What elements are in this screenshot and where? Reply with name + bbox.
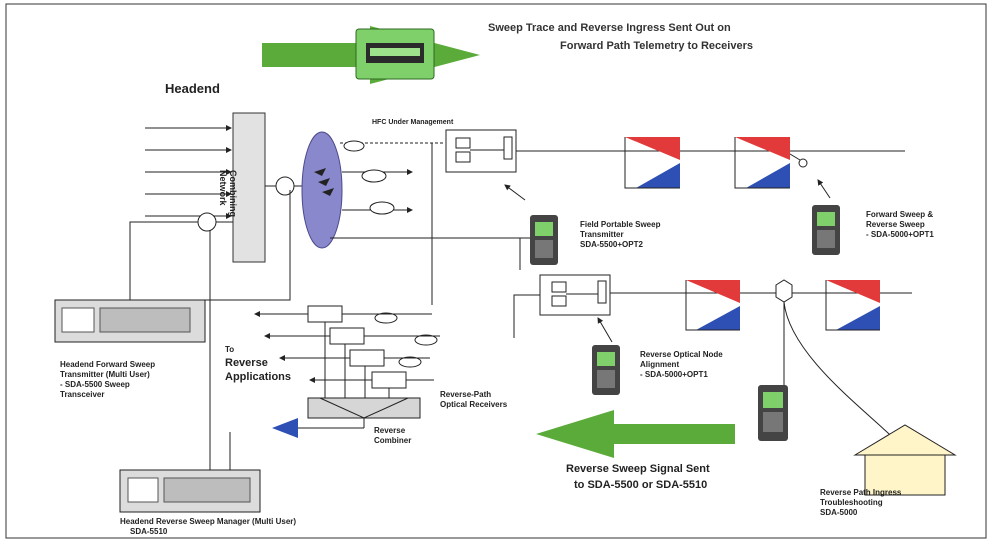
headend-reverse-label: Headend Reverse Sweep Manager (Multi Use… (120, 517, 297, 536)
outer-border (5, 3, 987, 539)
reverse-applications-label: Reverse Applications (225, 357, 292, 383)
headend-reverse-sweep-unit (119, 469, 261, 513)
amplifier-1 (624, 137, 680, 189)
headend-input-arrows (145, 125, 232, 219)
coax-trunk (516, 150, 912, 294)
reverse-receiver-arrows (254, 311, 440, 398)
optical-node-top (445, 129, 517, 173)
reverse-sweep-arrow (536, 410, 735, 458)
amplifier-3 (685, 280, 740, 331)
reverse-sweep-label-1: Reverse Sweep Signal Sent (566, 463, 710, 475)
field-meter-2 (812, 205, 840, 255)
field-meter-3 (592, 345, 620, 395)
sweep-meter-icon (355, 28, 435, 80)
splitter-hex-icon (775, 279, 793, 303)
optical-transmitter-cloud (301, 131, 343, 249)
headend-forward-sweep-unit (54, 299, 206, 343)
reverse-sweep-label-2: to SDA-5500 or SDA-5510 (574, 479, 708, 491)
combining-network-label: Combining Network (218, 170, 238, 217)
headend-label: Headend (165, 81, 220, 96)
field-meter-4 (758, 385, 788, 441)
forward-sweep-label: Forward Sweep &Reverse Sweep- SDA-5000+O… (866, 210, 934, 239)
hfc-label: HFC Under Management (372, 119, 454, 126)
splitter-icon (197, 212, 217, 232)
reverse-combiner (307, 397, 421, 419)
house-icon (853, 424, 957, 496)
field-meter-1 (530, 215, 558, 265)
amplifier-2 (734, 137, 790, 189)
drop-cable (783, 301, 906, 451)
amplifier-4 (825, 280, 880, 331)
top-label-line2: Forward Path Telemetry to Receivers (560, 40, 753, 52)
pointer-arrows (504, 179, 831, 343)
fiber-coils (343, 140, 438, 368)
to-label: To (225, 345, 235, 354)
reverse-blue-triangle (272, 418, 298, 438)
reverse-receivers (307, 305, 407, 389)
combining-network (232, 112, 266, 263)
cloud-arrows (314, 168, 334, 196)
optical-node-bottom (539, 274, 611, 316)
tap-icon (798, 158, 808, 168)
coupler-icon (275, 176, 295, 196)
top-label-line1: Sweep Trace and Reverse Ingress Sent Out… (488, 22, 731, 34)
